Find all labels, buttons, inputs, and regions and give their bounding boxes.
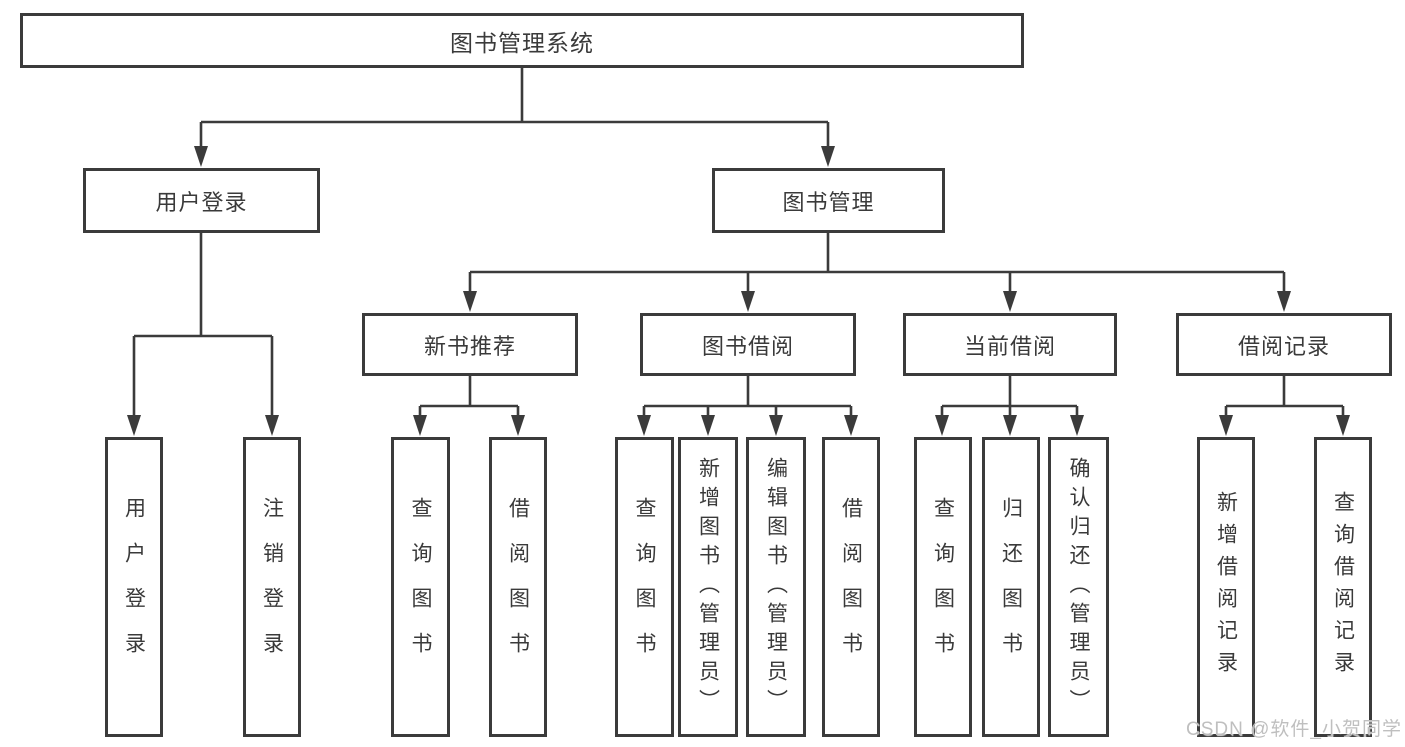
leaf-edit-book-admin: 编辑图书（管理员） (746, 437, 806, 737)
leaf-label: 确认归还（管理员） (1067, 456, 1090, 718)
leaf-logout-login: 注销登录 (243, 437, 301, 737)
node-user-login: 用户登录 (83, 168, 320, 233)
leaf-label: 借阅图书 (839, 497, 863, 677)
node-label: 当前借阅 (963, 333, 1056, 359)
leaf-label: 新增借阅记录 (1214, 491, 1238, 683)
leaf-return-book: 归还图书 (982, 437, 1040, 737)
node-book-management: 图书管理 (712, 168, 945, 233)
node-new-book-recommend: 新书推荐 (362, 313, 578, 376)
node-label: 新书推荐 (423, 333, 516, 359)
arrowhead-icons (127, 146, 1350, 436)
leaf-add-borrow-record: 新增借阅记录 (1197, 437, 1255, 737)
leaf-borrow-book-recommend: 借阅图书 (489, 437, 547, 737)
leaf-label: 查询借阅记录 (1331, 491, 1355, 683)
node-label: 图书借阅 (701, 333, 794, 359)
leaf-label: 注销登录 (260, 497, 284, 677)
leaf-label: 查询图书 (409, 497, 432, 677)
leaf-borrow-book: 借阅图书 (822, 437, 880, 737)
leaf-label: 编辑图书（管理员） (764, 456, 788, 718)
leaf-label: 查询图书 (931, 497, 955, 677)
node-book-borrow: 图书借阅 (640, 313, 856, 376)
leaf-label: 借阅图书 (506, 497, 530, 677)
leaf-user-login: 用户登录 (105, 437, 163, 737)
node-current-borrow: 当前借阅 (903, 313, 1117, 376)
node-borrow-records: 借阅记录 (1176, 313, 1392, 376)
node-library-management-system: 图书管理系统 (20, 13, 1024, 68)
leaf-label: 查询图书 (633, 497, 656, 677)
leaf-query-borrow-record: 查询借阅记录 (1314, 437, 1372, 737)
leaf-query-book-current: 查询图书 (914, 437, 972, 737)
leaf-label: 新增图书（管理员） (696, 456, 720, 718)
node-label: 借阅记录 (1237, 333, 1330, 359)
node-label: 图书管理系统 (450, 29, 594, 56)
leaf-query-book-recommend: 查询图书 (391, 437, 450, 737)
leaf-query-book-borrow: 查询图书 (615, 437, 674, 737)
leaf-label: 归还图书 (999, 497, 1023, 677)
node-label: 用户登录 (155, 189, 248, 215)
csdn-watermark: CSDN @软件_小贺同学 (1186, 719, 1402, 740)
node-label: 图书管理 (782, 189, 875, 215)
leaf-add-book-admin: 新增图书（管理员） (678, 437, 738, 737)
leaf-label: 用户登录 (122, 497, 146, 677)
leaf-confirm-return-admin: 确认归还（管理员） (1048, 437, 1109, 737)
